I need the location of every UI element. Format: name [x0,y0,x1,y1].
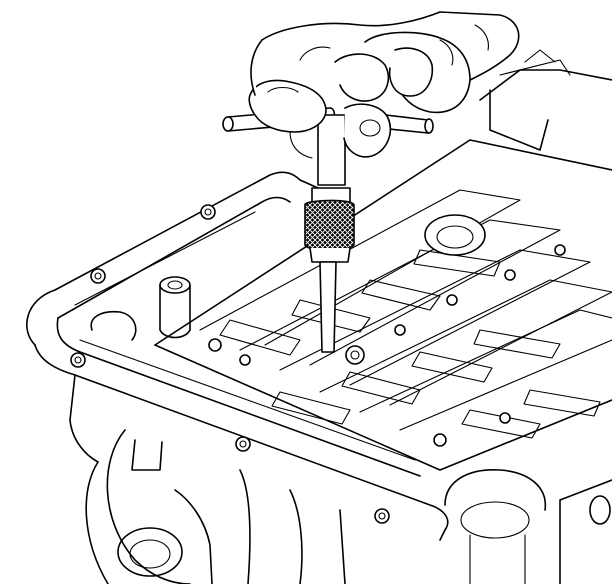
hand-icon [248,11,520,159]
transmission-case-icon [26,171,449,584]
knurled-grip [304,199,355,252]
bolt-holes [70,204,390,524]
valve-body-icon [154,49,612,584]
